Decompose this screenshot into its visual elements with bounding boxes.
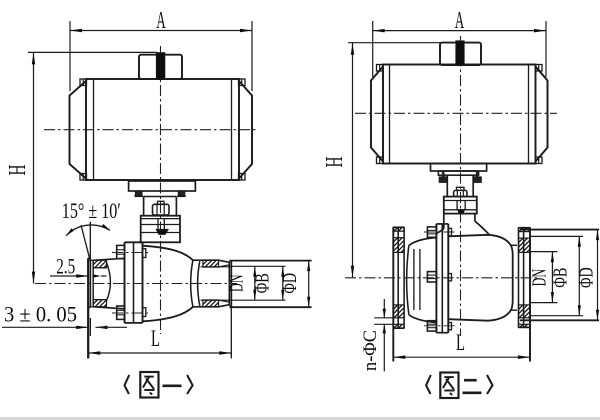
svg-text:DN: DN <box>529 269 551 287</box>
svg-text:3 ± 0. 05: 3 ± 0. 05 <box>4 302 77 327</box>
svg-text:n-ΦC: n-ΦC <box>360 330 381 371</box>
svg-text:L: L <box>456 330 465 355</box>
svg-text:ΦB: ΦB <box>550 268 572 288</box>
svg-text:H: H <box>4 165 31 176</box>
svg-text:A: A <box>156 7 166 34</box>
svg-text:2.5: 2.5 <box>56 254 75 279</box>
svg-text:ΦB: ΦB <box>252 273 274 293</box>
svg-text:L: L <box>151 326 160 351</box>
svg-text:ΦD: ΦD <box>279 273 301 294</box>
svg-text:A: A <box>455 7 465 34</box>
svg-text:ΦD: ΦD <box>576 267 598 288</box>
svg-text:15° ± 10′: 15° ± 10′ <box>62 198 121 223</box>
svg-text:H: H <box>321 157 348 168</box>
